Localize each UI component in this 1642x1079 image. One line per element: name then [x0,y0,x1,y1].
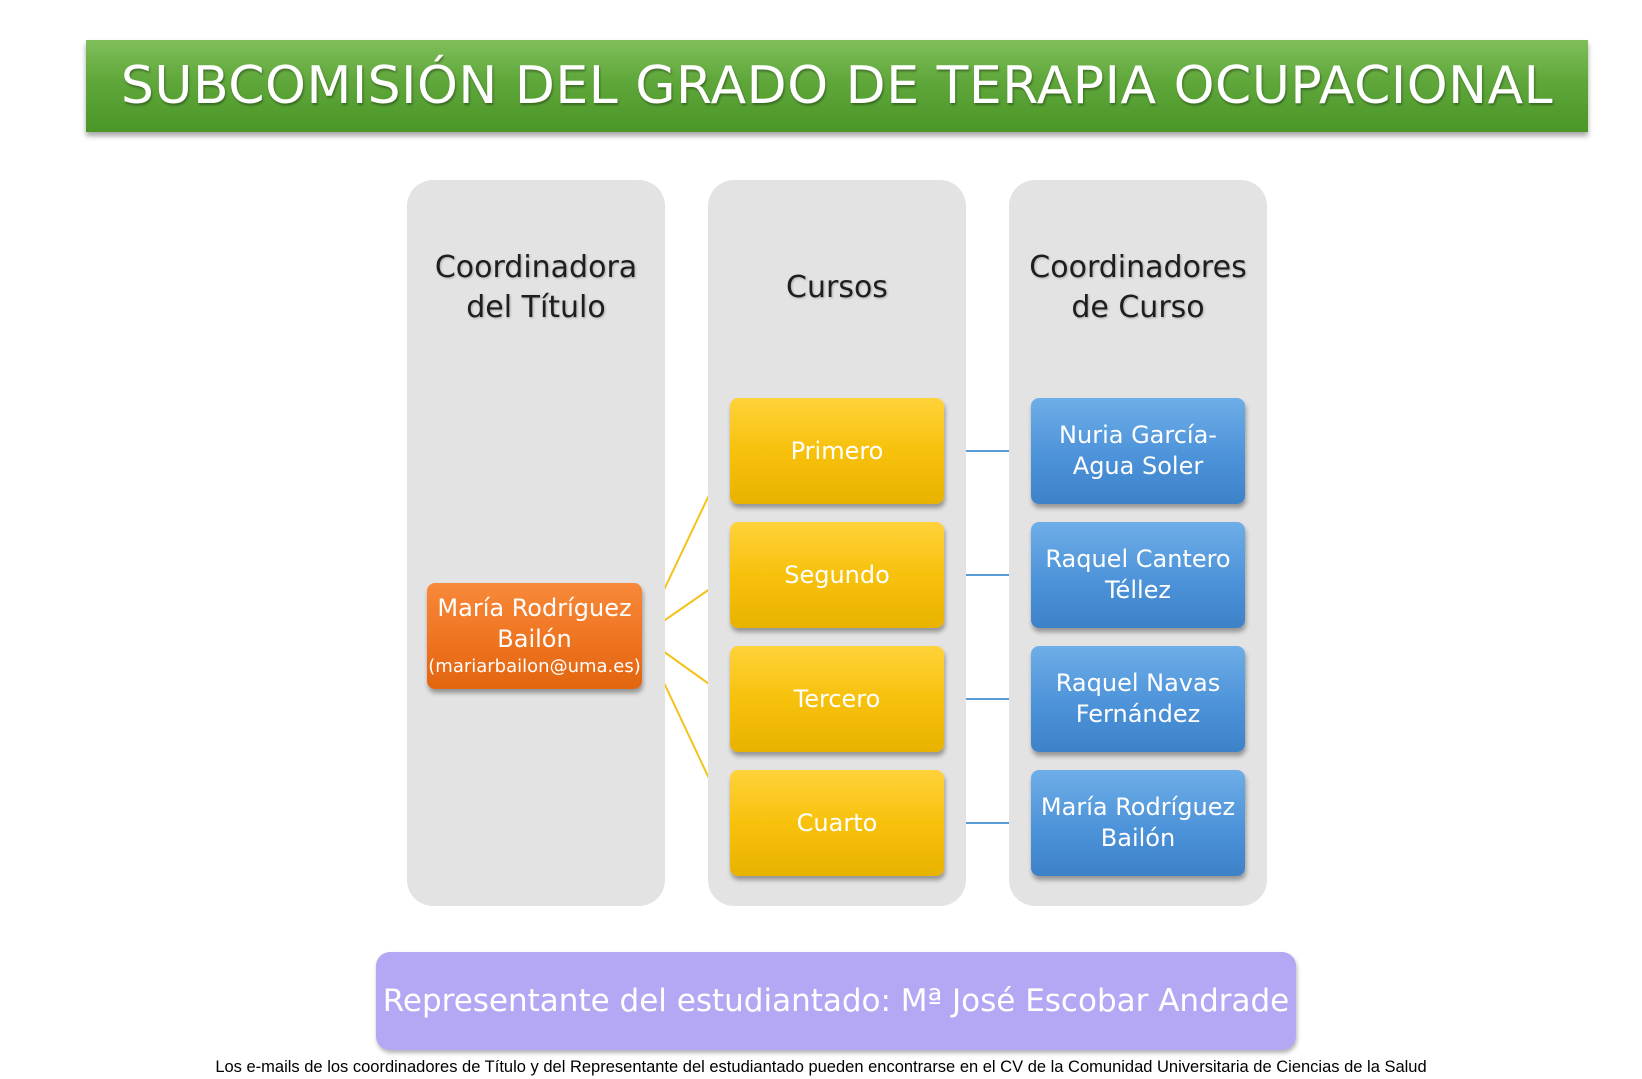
student-representative-banner: Representante del estudiantado: Mª José … [376,952,1296,1050]
title-coordinator-box: María Rodríguez Bailón (mariarbailon@uma… [427,583,642,689]
footnote: Los e-mails de los coordinadores de Títu… [215,1058,1427,1076]
column-heading-right-line-2: de Curso [1071,290,1205,325]
course-coordinator-3-line-1: Raquel Navas [1055,669,1221,697]
course-coordinator-box-1: Nuria García- Agua Soler [1031,398,1245,504]
course-coordinator-box-4: María Rodríguez Bailón [1031,770,1245,876]
column-heading-right-line-1: Coordinadores [1029,250,1247,285]
course-box-cuarto: Cuarto [730,770,944,876]
course-coordinator-2-line-2: Téllez [1104,576,1172,604]
column-heading-left: Coordinadora del Título [407,248,665,328]
column-heading-left-line-2: del Título [466,290,606,325]
course-coordinator-3-line-2: Fernández [1075,700,1201,728]
course-coordinator-2-line-1: Raquel Cantero [1045,545,1231,573]
course-coordinator-4-line-2: Bailón [1100,824,1176,852]
course-box-tercero: Tercero [730,646,944,752]
page-title: SUBCOMISIÓN DEL GRADO DE TERAPIA OCUPACI… [86,40,1588,132]
course-coordinator-1-line-1: Nuria García- [1059,421,1217,449]
column-heading-left-line-1: Coordinadora [434,250,638,285]
column-heading-right: Coordinadores de Curso [1009,248,1267,328]
course-coordinator-1-line-2: Agua Soler [1072,452,1204,480]
course-coordinator-box-2: Raquel Cantero Téllez [1031,522,1245,628]
title-coordinator-email: (mariarbailon@uma.es) [428,656,641,677]
title-coordinator-name-line-1: María Rodríguez [437,594,632,622]
course-coordinator-box-3: Raquel Navas Fernández [1031,646,1245,752]
column-title-coordinator: Coordinadora del Título [407,180,665,906]
title-coordinator-name-line-2: Bailón [497,625,572,653]
course-box-segundo: Segundo [730,522,944,628]
course-box-primero: Primero [730,398,944,504]
course-coordinator-4-line-1: María Rodríguez [1040,793,1236,821]
column-heading-middle: Cursos [786,270,888,305]
